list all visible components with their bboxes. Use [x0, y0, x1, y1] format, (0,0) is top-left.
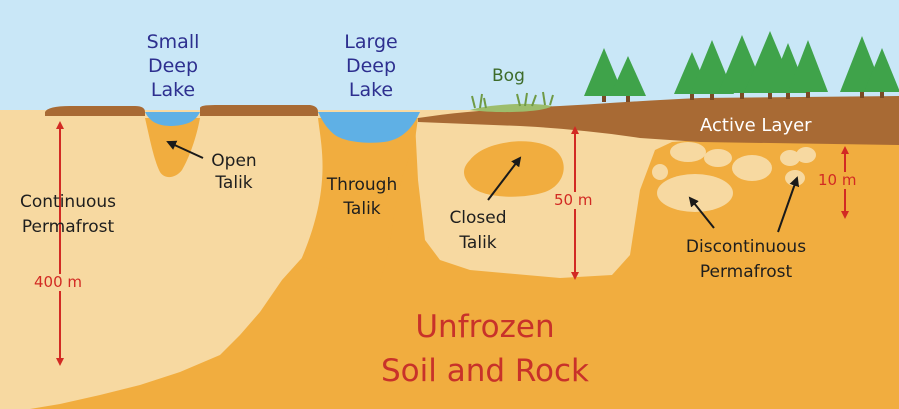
pointer-discontinuous-left [688, 196, 715, 229]
small-lake-line-2: Deep [147, 55, 199, 77]
unfrozen-line-2: Soil and Rock [380, 353, 589, 389]
depth-label-10m: 10 m [816, 171, 859, 189]
discontinuous-permafrost-label: Discontinuous Permafrost [663, 235, 829, 285]
bog-surface [470, 103, 552, 113]
surface-crust-left [45, 106, 145, 116]
pointer-discontinuous-right [777, 176, 800, 233]
closed-talik-label: Closed Talik [440, 206, 516, 256]
large-lake-water [318, 112, 420, 143]
tree-trunk [806, 90, 810, 98]
discontinuous-line-1: Discontinuous [685, 237, 807, 257]
tree-trunk [602, 94, 606, 102]
tree-trunk [860, 90, 864, 98]
through-talik-label: Through Talik [312, 173, 412, 221]
pointer-open-talik [166, 140, 204, 159]
continuous-line-2: Permafrost [21, 217, 115, 237]
continuous-permafrost-zone [0, 110, 899, 409]
small-lake-water [145, 112, 200, 126]
tree [584, 48, 624, 96]
large-lake-line-1: Large [344, 31, 398, 53]
through-talik-zone [300, 118, 418, 280]
discontinuous-line-2: Permafrost [699, 262, 793, 282]
tree-trunk [690, 92, 694, 100]
tree-trunk [880, 90, 884, 98]
closed-talik-line-1: Closed [449, 208, 507, 228]
open-talik-line-2: Talik [215, 173, 253, 193]
tree-trunk [786, 91, 790, 99]
large-lake-line-3: Lake [348, 79, 394, 101]
continuous-line-1: Continuous [19, 192, 116, 212]
tree [788, 40, 828, 92]
through-talik-line-1: Through [326, 175, 398, 195]
tree [690, 40, 734, 94]
depth-label-50m: 50 m [552, 191, 595, 209]
unfrozen-label: Unfrozen Soil and Rock [355, 305, 615, 393]
continuous-permafrost-label: Continuous Permafrost [5, 190, 131, 240]
depth-label-400m: 400 m [32, 273, 85, 291]
small-lake-label: Small Deep Lake [140, 30, 206, 102]
large-lake-label: Large Deep Lake [335, 30, 407, 102]
closed-talik-zone [464, 141, 564, 197]
tree-trunk [740, 91, 744, 99]
open-talik-label: Open Talik [205, 150, 263, 194]
surface-crust-mid [200, 105, 318, 116]
tree-trunk [626, 94, 630, 102]
bog-label: Bog [492, 66, 525, 86]
small-lake-line-3: Lake [150, 79, 196, 101]
closed-talik-line-2: Talik [459, 233, 497, 253]
tree [610, 56, 646, 96]
tree-trunk [710, 92, 714, 100]
through-talik-line-2: Talik [343, 199, 381, 219]
forest [584, 31, 899, 102]
large-lake-line-2: Deep [345, 55, 397, 77]
small-lake-line-1: Small [146, 31, 200, 53]
open-talik-line-1: Open [211, 151, 257, 171]
tree-trunk [768, 91, 772, 99]
active-layer-label: Active Layer [700, 115, 812, 136]
unfrozen-line-1: Unfrozen [415, 309, 555, 345]
tree [864, 48, 899, 92]
pointer-closed-talik [487, 156, 522, 201]
bog-grass [471, 91, 554, 109]
